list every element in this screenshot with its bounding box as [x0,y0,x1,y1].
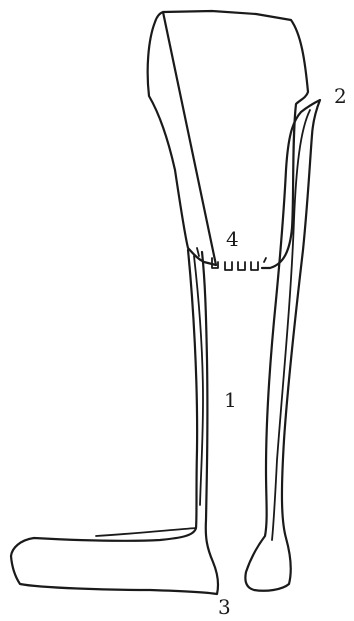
foot-upper-contour [96,528,196,536]
label-1: 1 [224,390,237,410]
region-4-ticks [197,248,266,270]
tick-mark [225,262,232,270]
tick-mark [264,258,266,262]
second-bone-outline [245,100,320,591]
tick-mark [238,262,245,270]
tick-mark [197,248,199,256]
label-2: 2 [334,86,347,106]
tick-mark [251,262,258,270]
label-3: 3 [218,597,231,617]
second-bone-inner-line [272,110,310,540]
main-shaft-left [11,250,218,594]
label-4: 4 [226,229,239,249]
